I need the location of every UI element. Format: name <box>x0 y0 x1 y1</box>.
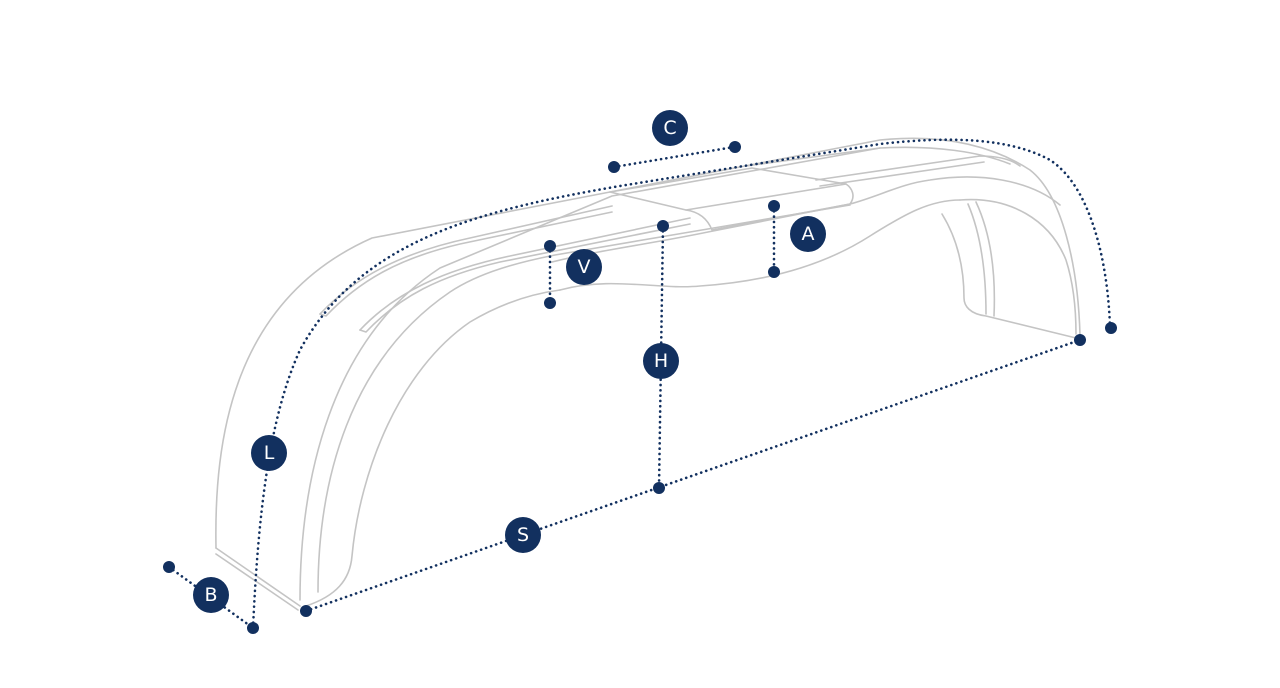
endpoint-A-bottom <box>768 266 780 278</box>
dimension-line-S <box>304 338 1082 613</box>
front-bottom-edge <box>215 547 301 607</box>
fender-outer-edge <box>215 137 1081 549</box>
badge-V: V <box>566 249 602 285</box>
badge-L: L <box>251 435 287 471</box>
badge-H: H <box>643 343 679 379</box>
dimension-line-H <box>657 224 665 490</box>
dimension-line-C <box>612 145 736 169</box>
top-groove-mid-2 <box>359 217 691 331</box>
badge-C: C <box>652 110 688 146</box>
center-wave <box>559 199 961 291</box>
front-bottom-edge-inner <box>215 553 299 611</box>
top-groove-left <box>319 211 613 317</box>
front-arch-inner-edge <box>305 289 561 607</box>
endpoint-A-top <box>768 200 780 212</box>
endpoint-S-left <box>300 605 312 617</box>
badge-B: B <box>193 577 229 613</box>
endpoint-H-top <box>657 220 669 232</box>
badge-label-S: S <box>517 524 529 546</box>
endpoint-L-left <box>247 622 259 634</box>
upper-wave <box>551 176 1061 263</box>
dimension-lines <box>167 138 1112 630</box>
center-joint-plate <box>609 167 854 231</box>
center-joint-seam-2 <box>745 147 881 167</box>
badge-label-C: C <box>663 117 676 139</box>
endpoint-H-bottom <box>653 482 665 494</box>
badge-label-V: V <box>578 256 591 278</box>
tandem-fender-outline <box>215 137 1081 611</box>
dimension-line-L <box>251 138 1112 630</box>
endpoint-V-bottom <box>544 297 556 309</box>
rear-arch-wall-2 <box>967 203 987 315</box>
dimension-endpoints <box>163 141 1117 634</box>
badge-label-A: A <box>802 223 815 245</box>
fender-inner-rib <box>317 204 851 593</box>
endpoint-C-end <box>729 141 741 153</box>
badge-label-H: H <box>654 350 668 372</box>
endpoint-S-right <box>1074 334 1086 346</box>
top-groove-right-2 <box>819 161 985 187</box>
endpoint-L-right <box>1105 322 1117 334</box>
badge-label-L: L <box>264 442 275 464</box>
center-joint-seam <box>685 183 847 211</box>
endpoint-V-top <box>544 240 556 252</box>
top-groove-right <box>815 155 1021 181</box>
badge-label-B: B <box>204 584 217 606</box>
endpoint-B-start <box>163 561 175 573</box>
rear-arch-wall <box>941 213 1077 339</box>
badge-S: S <box>505 517 541 553</box>
rear-arch-wall-3 <box>975 201 996 317</box>
rear-arch-inner <box>959 198 1077 335</box>
badge-A: A <box>790 216 826 252</box>
endpoint-C-start <box>608 161 620 173</box>
top-groove-mid <box>359 223 691 333</box>
